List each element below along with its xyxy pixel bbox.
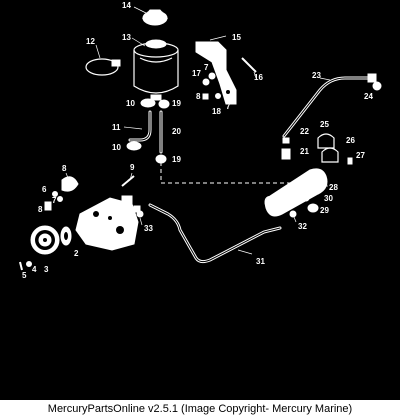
washer-7-upper[interactable] <box>208 72 216 80</box>
fitting-9[interactable] <box>121 175 135 187</box>
hose-clamp[interactable] <box>85 58 121 76</box>
label-1: 1 <box>120 236 125 245</box>
clamp-26[interactable] <box>321 147 339 163</box>
label-8c: 8 <box>38 205 43 214</box>
label-16: 16 <box>254 73 263 82</box>
label-32: 32 <box>298 222 307 231</box>
washer-6[interactable] <box>52 191 58 197</box>
clamp-10-lower[interactable] <box>126 141 142 151</box>
label-13: 13 <box>122 33 131 42</box>
label-30: 30 <box>324 194 333 203</box>
label-19b: 19 <box>172 155 181 164</box>
clamp-10-upper[interactable] <box>140 98 156 108</box>
label-6: 6 <box>42 185 47 194</box>
fitting-22[interactable] <box>282 137 290 144</box>
bracket-8-lower[interactable] <box>44 201 52 211</box>
bolt-18[interactable] <box>202 93 209 100</box>
label-20: 20 <box>172 127 181 136</box>
elbow-hose[interactable] <box>128 110 152 142</box>
label-15: 15 <box>232 33 241 42</box>
fitting-21[interactable] <box>281 148 291 160</box>
fitting-19-upper[interactable] <box>158 99 170 109</box>
label-33: 33 <box>144 224 153 233</box>
pressure-hose-23[interactable] <box>282 73 377 138</box>
screw-27[interactable] <box>347 157 353 165</box>
washer-4[interactable] <box>26 261 32 267</box>
return-hose-31[interactable] <box>148 203 282 264</box>
label-7a: 7 <box>204 63 209 72</box>
label-5: 5 <box>22 271 27 280</box>
pulley-hub[interactable] <box>60 226 72 246</box>
label-24: 24 <box>364 92 373 101</box>
copyright-footer: MercuryPartsOnline v2.5.1 (Image Copyrig… <box>0 400 400 418</box>
fitting-29[interactable] <box>307 203 319 213</box>
fitting-19-lower[interactable] <box>155 154 167 164</box>
label-7c: 7 <box>52 196 57 205</box>
label-11: 11 <box>112 123 121 132</box>
label-4: 4 <box>32 265 37 274</box>
callout-labels: 14 13 12 15 16 7 17 8 18 7 10 19 11 20 1… <box>22 1 373 280</box>
label-29: 29 <box>320 206 329 215</box>
label-9: 9 <box>130 163 135 172</box>
washer-7-lower[interactable] <box>215 93 221 99</box>
label-27: 27 <box>356 151 365 160</box>
label-12: 12 <box>86 37 95 46</box>
label-3: 3 <box>44 265 49 274</box>
label-10a: 10 <box>126 99 135 108</box>
label-10b: 10 <box>112 143 121 152</box>
washer-30[interactable] <box>302 194 310 202</box>
leader-lines <box>65 172 328 226</box>
bolt-5[interactable] <box>19 261 23 271</box>
power-steering-pump[interactable] <box>75 195 141 251</box>
label-2: 2 <box>74 249 79 258</box>
label-7b: 7 <box>226 102 231 111</box>
power-steering-exploded-view: 14 13 12 15 16 7 17 8 18 7 10 19 11 20 1… <box>19 1 382 280</box>
label-31: 31 <box>256 257 265 266</box>
label-22: 22 <box>300 127 309 136</box>
washer-7-left[interactable] <box>57 196 63 202</box>
fluid-cooler[interactable] <box>262 168 328 217</box>
fitting-24[interactable] <box>372 81 382 91</box>
bolt-16[interactable] <box>241 57 257 73</box>
nut-17[interactable] <box>202 78 210 86</box>
reservoir-cap[interactable] <box>141 9 169 26</box>
label-26: 26 <box>346 136 355 145</box>
fitting-33[interactable] <box>136 210 144 218</box>
label-23: 23 <box>312 71 321 80</box>
fitting-32[interactable] <box>289 210 297 218</box>
pump-pulley[interactable] <box>30 225 60 255</box>
label-28: 28 <box>329 183 338 192</box>
fluid-reservoir[interactable] <box>133 39 179 101</box>
mounting-bracket[interactable] <box>195 41 237 105</box>
label-17: 17 <box>192 69 201 78</box>
label-25: 25 <box>320 120 329 129</box>
label-19a: 19 <box>172 99 181 108</box>
label-8b: 8 <box>62 164 67 173</box>
return-line-dashed <box>160 162 290 184</box>
label-21: 21 <box>300 147 309 156</box>
label-8a: 8 <box>196 92 201 101</box>
clamp-25[interactable] <box>317 133 335 149</box>
bracket-8-upper[interactable] <box>61 176 79 192</box>
label-14: 14 <box>122 1 131 10</box>
label-18: 18 <box>212 107 221 116</box>
